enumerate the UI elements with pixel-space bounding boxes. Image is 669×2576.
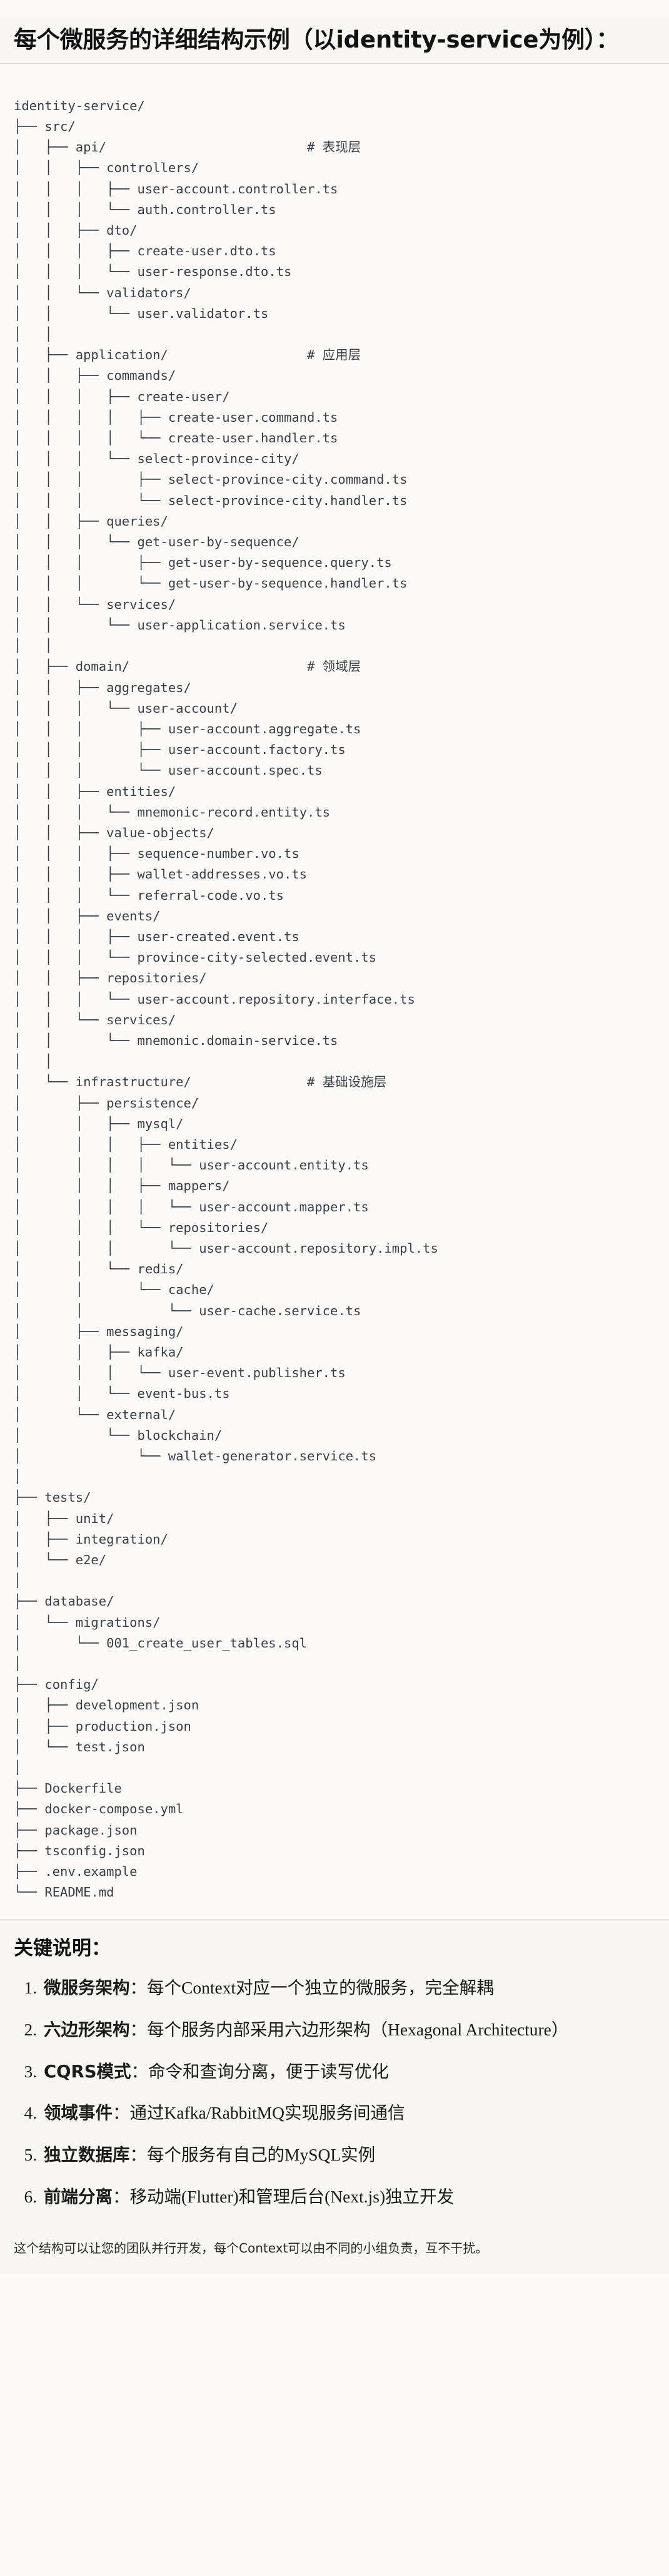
key-point-term: 独立数据库 [44, 2145, 130, 2166]
key-point-term: 前端分离 [44, 2187, 113, 2207]
directory-tree: identity-service/ ├── src/ │ ├── api/ # … [14, 98, 438, 1900]
closing-paragraph: 这个结构可以让您的团队并行开发，每个Context可以由不同的小组负责，互不干扰… [0, 2232, 669, 2274]
directory-tree-block: identity-service/ ├── src/ │ ├── api/ # … [0, 79, 669, 1920]
key-point-desc: 每个Context对应一个独立的微服务，完全解耦 [147, 1977, 494, 1997]
key-point-term: 微服务架构 [44, 1977, 130, 1998]
key-point-separator: ： [129, 2145, 148, 2165]
list-item: 领域事件：通过Kafka/RabbitMQ实现服务间通信 [41, 2100, 655, 2126]
key-point-separator: ： [129, 1977, 148, 1997]
list-item: 前端分离：移动端(Flutter)和管理后台(Next.js)独立开发 [41, 2184, 655, 2210]
key-point-term: 领域事件 [44, 2103, 113, 2124]
key-point-desc: 命令和查询分离，便于读写优化 [148, 2061, 390, 2081]
document-page: 每个微服务的详细结构示例（以identity-service为例）： ident… [0, 15, 669, 2274]
list-item: CQRS模式：命令和查询分离，便于读写优化 [41, 2059, 655, 2085]
key-point-separator: ： [113, 2187, 130, 2207]
list-item: 六边形架构：每个服务内部采用六边形架构（Hexagonal Architectu… [41, 2017, 655, 2043]
key-points-section: 关键说明： 微服务架构：每个Context对应一个独立的微服务，完全解耦 六边形… [0, 1920, 669, 2233]
key-point-separator: ： [113, 2103, 130, 2123]
key-point-desc: 每个服务内部采用六边形架构（Hexagonal Architecture） [147, 2019, 569, 2039]
key-point-desc: 每个服务有自己的MySQL实例 [147, 2145, 376, 2165]
key-point-desc: 通过Kafka/RabbitMQ实现服务间通信 [129, 2103, 405, 2123]
key-points-list: 微服务架构：每个Context对应一个独立的微服务，完全解耦 六边形架构：每个服… [14, 1975, 655, 2210]
key-point-separator: ： [129, 2019, 148, 2039]
key-point-term: CQRS模式 [44, 2061, 131, 2082]
key-point-term: 六边形架构 [44, 2019, 130, 2040]
key-point-desc: 移动端(Flutter)和管理后台(Next.js)独立开发 [129, 2187, 455, 2207]
key-points-title: 关键说明： [14, 1937, 111, 1960]
page-title: 每个微服务的详细结构示例（以identity-service为例）： [0, 15, 669, 64]
list-item: 微服务架构：每个Context对应一个独立的微服务，完全解耦 [41, 1975, 655, 2001]
list-item: 独立数据库：每个服务有自己的MySQL实例 [41, 2142, 655, 2168]
key-point-separator: ： [131, 2061, 149, 2081]
